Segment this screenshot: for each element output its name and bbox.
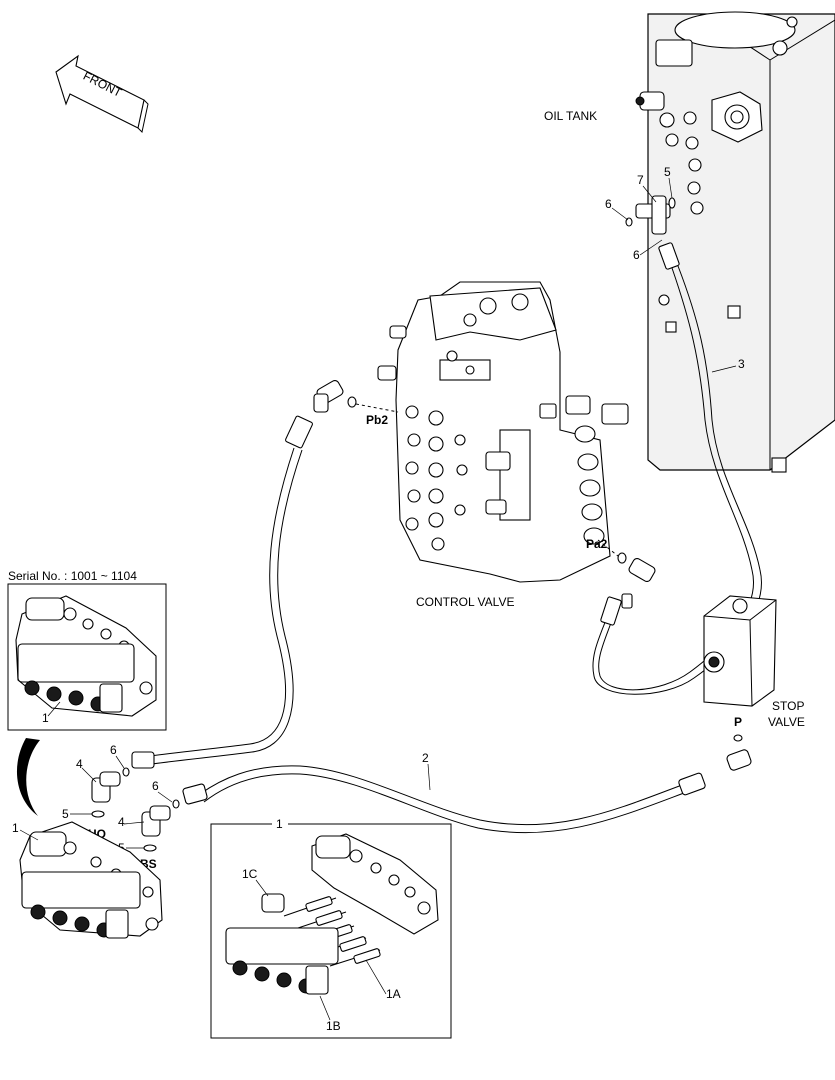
serial-inset: Serial No. : 1001 ~ 1104 1 — [7, 569, 167, 731]
serial-pointer-arrow — [16, 738, 40, 816]
port-pa2-label: Pa2 — [586, 537, 608, 551]
solenoid-coils-1b — [225, 927, 339, 995]
svg-text:1C: 1C — [242, 867, 258, 881]
svg-text:STOP: STOP — [772, 699, 804, 713]
stop-valve: STOP VALVE P — [703, 595, 805, 771]
svg-text:4: 4 — [76, 757, 83, 771]
cartridge-1c — [261, 893, 285, 913]
exploded-detail: 1 1C — [210, 816, 452, 1039]
hose-2: 2 — [182, 751, 706, 834]
svg-text:4: 4 — [118, 815, 125, 829]
svg-text:6: 6 — [110, 743, 117, 757]
tank-tee-fitting — [625, 195, 680, 270]
svg-text:3: 3 — [738, 357, 745, 371]
svg-text:1: 1 — [276, 817, 283, 831]
svg-text:1: 1 — [12, 821, 19, 835]
hose-pb2-ho — [131, 447, 303, 769]
cartridges-1a — [283, 896, 381, 967]
oil-tank: OIL TANK — [544, 11, 835, 473]
svg-text:6: 6 — [152, 779, 159, 793]
svg-text:6: 6 — [605, 197, 612, 211]
control-valve-label: CONTROL VALVE — [416, 595, 514, 609]
hose-3: 3 — [592, 265, 762, 695]
svg-text:5: 5 — [664, 165, 671, 179]
port-pb2-label: Pb2 — [366, 413, 388, 427]
svg-text:6: 6 — [633, 248, 640, 262]
svg-text:1A: 1A — [386, 987, 401, 1001]
svg-text:1: 1 — [42, 711, 49, 725]
svg-text:7: 7 — [637, 173, 644, 187]
svg-text:5: 5 — [62, 807, 69, 821]
tank-callouts: 7 5 6 6 — [605, 165, 673, 262]
control-valve: CONTROL VALVE — [377, 281, 629, 609]
svg-text:VALVE: VALVE — [768, 715, 805, 729]
pb2-fitting: Pb2 — [285, 379, 399, 449]
serial-no-label: Serial No. : 1001 ~ 1104 — [8, 569, 137, 583]
svg-text:2: 2 — [422, 751, 429, 765]
front-arrow: FRONT — [55, 54, 149, 134]
solenoid-valve-main: 1 — [12, 821, 163, 939]
port-p-label: P — [734, 715, 742, 729]
pa2-fitting: Pa2 — [586, 537, 656, 583]
oil-tank-label: OIL TANK — [544, 109, 597, 123]
ho-fitting: 4 6 5 HO — [62, 743, 130, 841]
svg-text:1B: 1B — [326, 1019, 341, 1033]
